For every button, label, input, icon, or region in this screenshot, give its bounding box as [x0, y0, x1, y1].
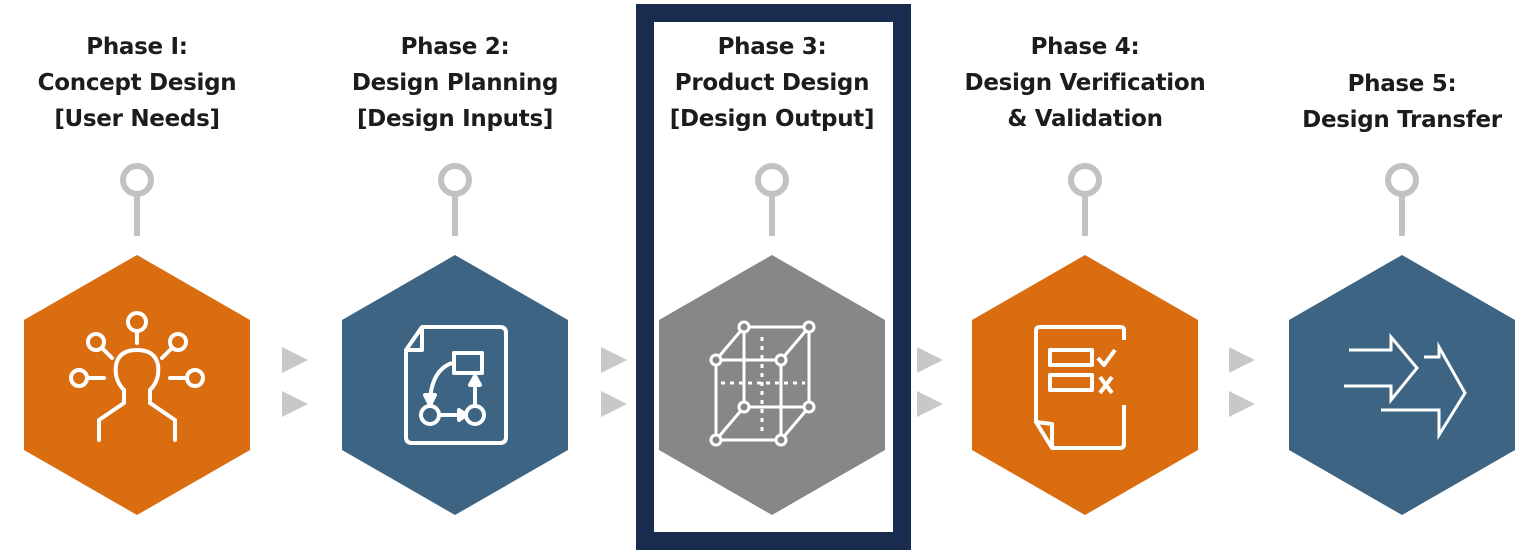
phase-name: Design Planning [351, 70, 559, 96]
hexagon-phase-2 [342, 255, 568, 515]
phase-4: Phase 4: Design Verification & Validatio… [935, 0, 1235, 558]
chevron-arrows-icon [917, 347, 943, 417]
phase-3: Phase 3: Product Design [Design Output] [622, 0, 922, 558]
pin-icon [1068, 163, 1102, 236]
chevron-arrows-icon [282, 347, 308, 417]
pin-icon [1385, 163, 1419, 236]
phase-subtitle: [User Needs] [54, 106, 220, 132]
checklist-icon [1034, 325, 1126, 450]
phase-label: Phase I: [86, 34, 188, 60]
phase-5: Phase 5: Design Transfer [1252, 0, 1522, 558]
phase-1: Phase I: Concept Design [User Needs] [0, 0, 287, 558]
phase-label: Phase 4: [1030, 34, 1140, 60]
flowchart-document-icon [404, 325, 508, 445]
phase-name: Concept Design [37, 70, 237, 96]
phase-subtitle: & Validation [1007, 106, 1163, 132]
transfer-arrows-icon [1344, 332, 1467, 441]
phase-label: Phase 5: [1347, 71, 1457, 97]
phase-name: Design Verification [964, 70, 1206, 96]
phase-title: Phase I: Concept Design [User Needs] [0, 29, 287, 137]
phase-title: Phase 4: Design Verification & Validatio… [935, 29, 1235, 137]
hexagon-phase-1 [24, 255, 250, 515]
hexagon-phase-5 [1289, 255, 1515, 515]
phase-title: Phase 5: Design Transfer [1252, 66, 1522, 138]
phase-title: Phase 2: Design Planning [Design Inputs] [305, 29, 605, 137]
cube-icon [709, 320, 816, 447]
hexagon-phase-4 [972, 255, 1198, 515]
phase-name: Product Design [674, 70, 870, 96]
pin-icon [755, 163, 789, 236]
phase-label: Phase 2: [400, 34, 510, 60]
phase-label: Phase 3: [717, 34, 827, 60]
pin-icon [438, 163, 472, 236]
phase-name: Design Transfer [1302, 107, 1502, 133]
phase-2: Phase 2: Design Planning [Design Inputs] [305, 0, 605, 558]
phase-subtitle: [Design Output] [669, 106, 875, 132]
chevron-arrows-icon [1229, 347, 1255, 417]
hexagon-phase-3 [659, 255, 885, 515]
user-needs-icon [69, 311, 205, 442]
phase-title: Phase 3: Product Design [Design Output] [622, 29, 922, 137]
highlight-frame-phase-3 [636, 4, 911, 550]
pin-icon [120, 163, 154, 236]
chevron-arrows-icon [601, 347, 627, 417]
phase-subtitle: [Design Inputs] [356, 106, 554, 132]
